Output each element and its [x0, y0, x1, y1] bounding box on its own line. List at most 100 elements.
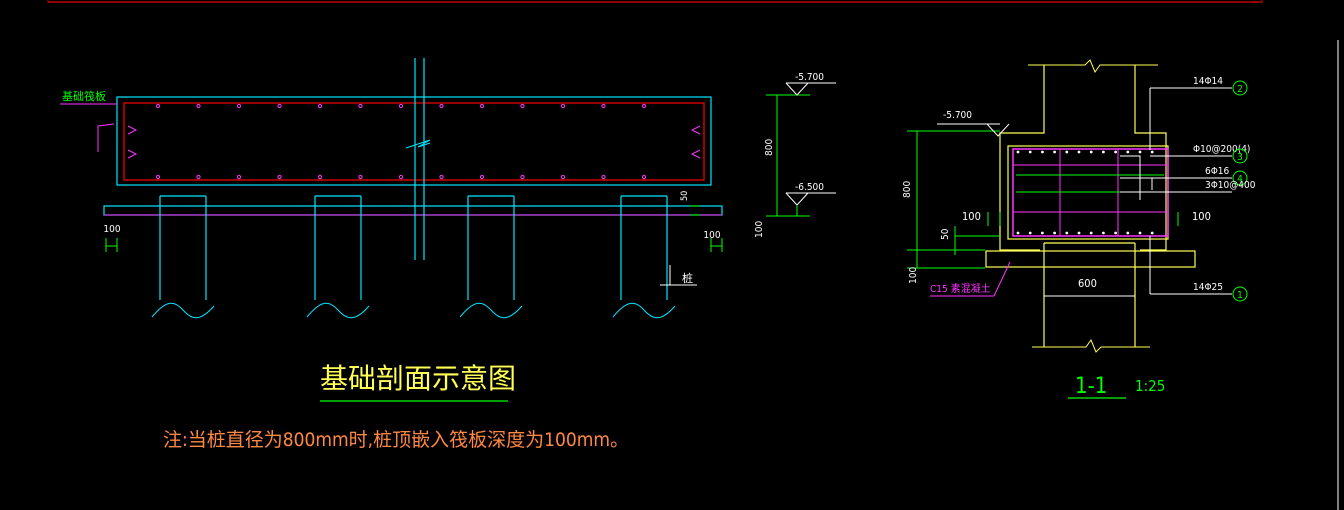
pile-label: 桩 [682, 271, 693, 285]
elev-height: 800 [764, 139, 775, 156]
rebar-dot [155, 103, 161, 109]
section-cushion [985, 250, 1196, 268]
rebar-number: 3 [1237, 152, 1243, 163]
section-dim-100-right: 100 [1192, 210, 1211, 223]
raft-outline [116, 96, 712, 186]
pile [314, 195, 362, 300]
rebar-dot [236, 174, 242, 180]
rebar-dot [641, 174, 647, 180]
section-rebar-dot [1053, 231, 1056, 235]
foundation-section-drawing: 基础筏板 100 100 50 桩 基础剖面示意图 注:当桩直径为800mm时,… [60, 58, 723, 451]
section-height: 800 [902, 181, 913, 198]
section-rebar-dot [1102, 231, 1105, 235]
rebar-label: 3Φ10@400 [1205, 180, 1256, 191]
sheet-top-border [47, 0, 1263, 3]
rebar-dot [560, 103, 566, 109]
section-1-1: 600 800 50 100 -5.700 100 100 C15 素混凝土 1… [902, 59, 1256, 399]
rebar-dot [641, 103, 647, 109]
section-rebar-dot [1114, 231, 1117, 235]
section-rebar-dot [1077, 231, 1081, 235]
section-rebar-dot [1150, 150, 1154, 154]
section-scale: 1:25 [1135, 377, 1165, 395]
section-rebar-dot [1041, 231, 1044, 235]
section-rebar-dot [1041, 150, 1044, 154]
rebar-dot [439, 174, 444, 180]
rebar-label: Φ10@200(4) [1193, 144, 1250, 155]
rebar-dot [277, 174, 282, 180]
section-rebar-dot [1065, 150, 1069, 154]
rebar-dots [155, 103, 647, 180]
rebar-dot [155, 174, 161, 180]
section-dim-100-bottom: 100 [908, 267, 919, 284]
section-rebar-dot [1065, 231, 1069, 235]
rebar-dot [196, 103, 201, 109]
section-rebar-dot [1089, 231, 1093, 235]
pile [467, 195, 515, 300]
drawing-title: 基础剖面示意图 [320, 362, 516, 395]
callout-leader [1120, 177, 1153, 190]
section-rebar-dot [1016, 150, 1020, 154]
rebar-number-bubble [1232, 170, 1248, 186]
section-rebar-dot [1053, 150, 1056, 154]
rebar-label: 14Φ14 [1193, 76, 1223, 87]
rebar-dot [601, 174, 606, 180]
raft-reinforcement [123, 102, 705, 181]
rebar-dot [358, 103, 363, 109]
rebar-number-bubble [1232, 286, 1248, 302]
pile-break [306, 302, 370, 319]
elev-top-level: -5.700 [795, 72, 824, 83]
section-rebar-dot [1138, 150, 1142, 154]
section-rebar-dot [1126, 231, 1130, 235]
pile-break [612, 302, 676, 319]
section-rebar-dots [1016, 150, 1154, 235]
rebar-dot [317, 174, 323, 180]
section-rebar-dot [1028, 150, 1032, 154]
section-dim-100-left: 100 [962, 210, 981, 223]
elev-bottom-level: -6.500 [795, 182, 824, 193]
dim-50: 50 [680, 191, 690, 201]
callout-leader [1120, 155, 1141, 200]
section-rebar-dot [1089, 150, 1093, 154]
section-rebar-dot [1114, 150, 1117, 154]
rebar-dot [560, 174, 566, 180]
raft-label: 基础筏板 [62, 89, 106, 103]
section-rebar-dot [1126, 150, 1130, 154]
section-dim-50: 50 [940, 228, 951, 240]
rebar-dot [398, 103, 404, 109]
rebar-number: 1 [1237, 290, 1243, 301]
pile [159, 195, 207, 300]
cushion-slab [103, 205, 723, 216]
rebar-dot [479, 103, 485, 109]
rebar-label: 6Φ16 [1205, 166, 1230, 177]
rebar-dot [520, 174, 525, 180]
section-rebar-dot [1077, 150, 1081, 154]
rebar-dot [479, 174, 485, 180]
rebar-number-bubble [1232, 80, 1248, 96]
rebar-dot [439, 103, 444, 109]
rebar-dot [398, 174, 404, 180]
section-rebar-dot [1102, 150, 1105, 154]
dim-100-right: 100 [703, 230, 720, 241]
rebar-dot [520, 103, 525, 109]
elevation-marker: -5.700 -6.500 800 100 [754, 72, 836, 238]
rebar-dot [601, 103, 606, 109]
section-title: 1-1 [1075, 374, 1107, 399]
rebar-dot [196, 174, 201, 180]
elev-bottom-dim: 100 [754, 221, 765, 238]
drawing-note: 注:当桩直径为800mm时,桩顶嵌入筏板深度为100mm。 [163, 429, 629, 451]
rebar-number: 2 [1237, 84, 1243, 95]
rebar-label: 14Φ25 [1193, 282, 1223, 293]
rebar-number: 4 [1237, 174, 1243, 185]
section-rebar-dot [1150, 231, 1154, 235]
rebar-dot [317, 103, 323, 109]
pile-break [151, 302, 215, 319]
cushion-label: C15 素混凝土 [930, 282, 991, 295]
rebar-number-bubble [1232, 148, 1248, 164]
rebar-dot [236, 103, 242, 109]
dim-100-left: 100 [103, 224, 120, 235]
section-rebar-dot [1016, 231, 1020, 235]
section-top-level: -5.700 [943, 110, 972, 121]
section-rebar-dot [1138, 231, 1142, 235]
